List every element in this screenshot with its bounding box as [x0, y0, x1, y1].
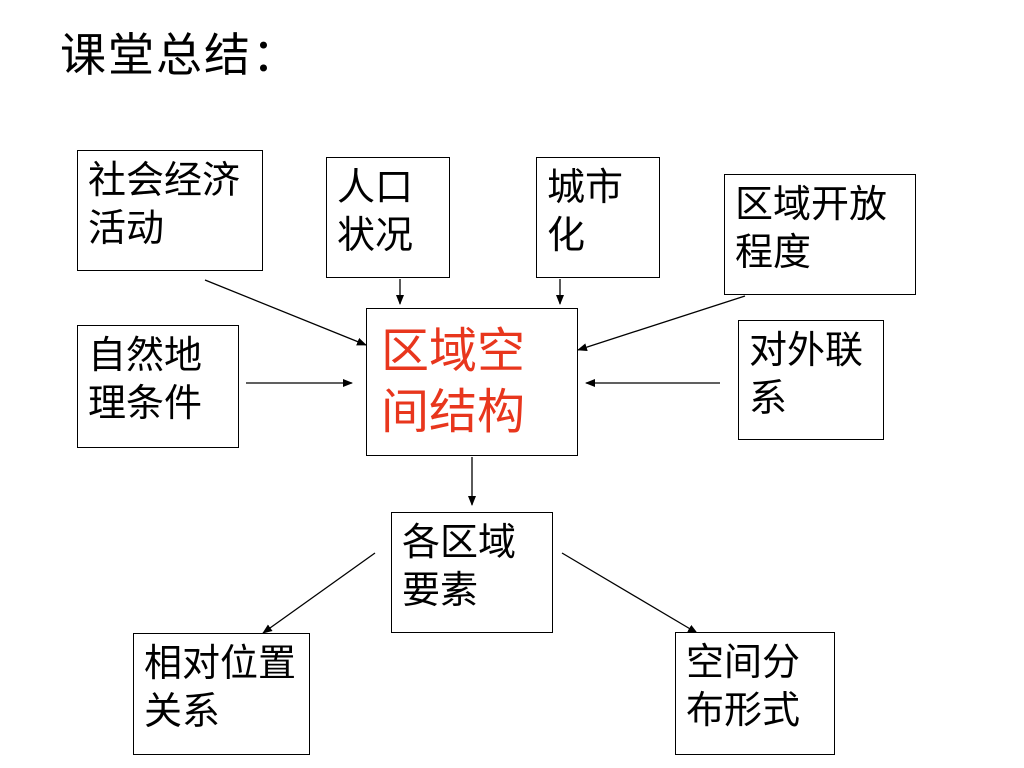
- node-external-connections: 对外联系: [738, 320, 884, 440]
- node-spatial-distribution-form: 空间分布形式: [675, 632, 835, 755]
- node-regional-elements: 各区域要素: [391, 512, 553, 633]
- arrow-social-to-center: [204, 279, 367, 346]
- node-regional-openness: 区域开放程度: [724, 174, 916, 295]
- page-title: 课堂总结：: [60, 28, 300, 82]
- node-social-economic-activity: 社会经济活动: [77, 150, 263, 271]
- arrow-openness-to-center: [577, 295, 746, 352]
- arrow-elements-to-spatial: [561, 552, 698, 634]
- node-relative-position-relationship: 相对位置关系: [133, 633, 310, 755]
- arrow-elements-to-relative: [262, 552, 376, 634]
- node-regional-spatial-structure: 区域空间结构: [366, 308, 578, 456]
- node-population-status: 人口状况: [326, 157, 450, 278]
- node-natural-geographic-conditions: 自然地理条件: [77, 325, 239, 448]
- node-urbanization: 城市化: [536, 157, 660, 278]
